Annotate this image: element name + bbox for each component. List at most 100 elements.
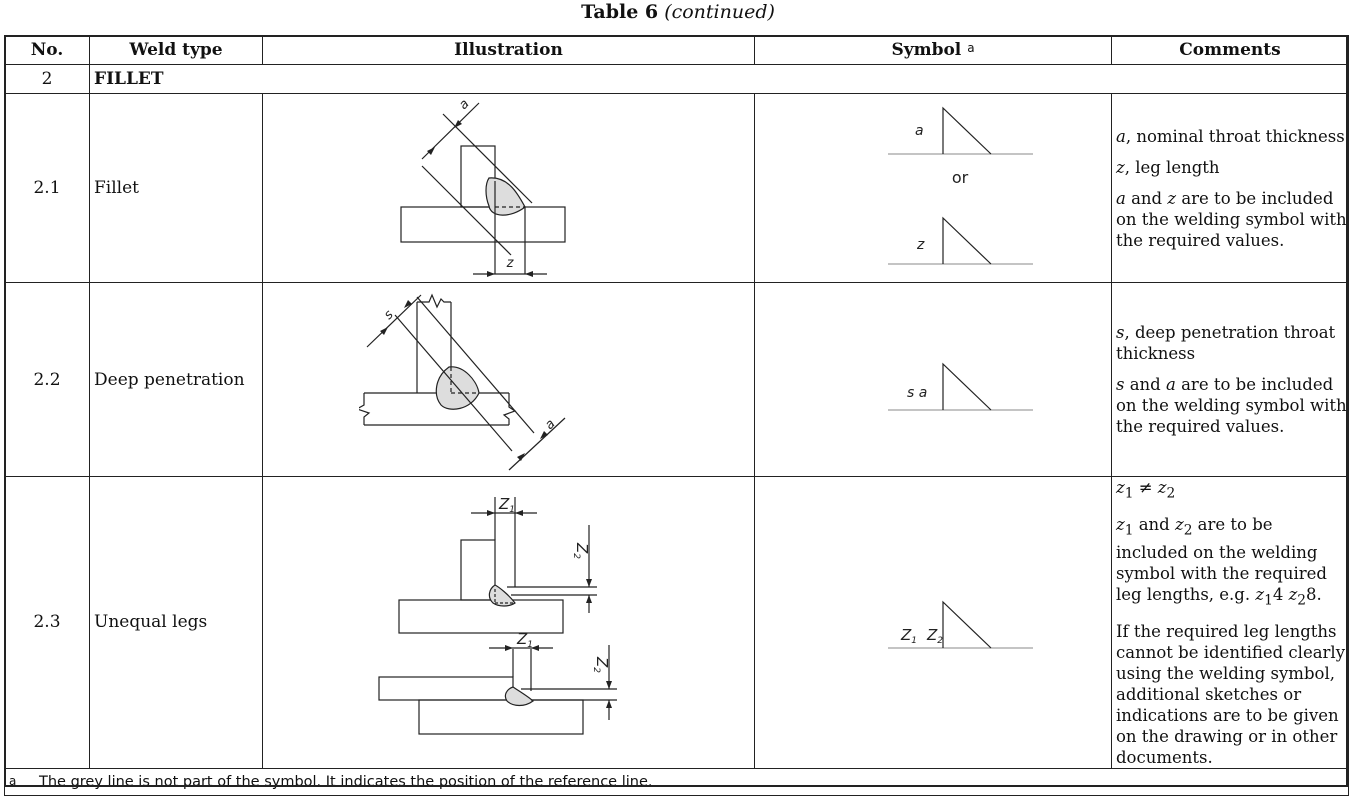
footnote-mark: a	[9, 773, 17, 788]
comment-var: z	[1288, 584, 1298, 604]
unequal-symbol-z1-sub: 1	[911, 636, 917, 646]
comment-line: s, deep penetration throat thickness	[1116, 322, 1348, 364]
footnote-row: a The grey line is not part of the symbol…	[4, 767, 1349, 796]
unequal-z1-label: Z	[498, 495, 510, 513]
header-symbol-note: a	[967, 41, 975, 55]
comment-var: z	[1157, 478, 1167, 497]
unequal-z2-label: Z	[573, 542, 591, 554]
comment-line: a, nominal throat thickness	[1116, 126, 1348, 147]
comment-var: z	[1116, 157, 1125, 177]
comment-line: a and z are to be included on the weldin…	[1116, 188, 1348, 251]
comment-text: , nominal throat thickness	[1125, 126, 1345, 146]
unequal-legs-illustration: Z1 Z2 Z1 Z2	[262, 476, 755, 769]
deep-symbol-label: s a	[907, 385, 927, 401]
comment-text: , leg length	[1124, 157, 1220, 177]
unequal-legs-illustration-drawing: Z1 Z2 Z1 Z2	[377, 495, 617, 735]
fillet-z-label: z	[505, 256, 514, 271]
unequal-legs-symbol-drawing: Z1 Z2	[888, 601, 1033, 649]
header-comments: Comments	[1111, 35, 1349, 65]
header-row: No. Weld type Illustration Symbol a Comm…	[4, 35, 1349, 65]
header-weld-type: Weld type	[89, 35, 263, 65]
comment-var: z	[1116, 478, 1125, 497]
row-no: 2.3	[4, 476, 90, 769]
comment-sub: 1	[1264, 591, 1273, 608]
svg-text:Z1: Z1	[516, 630, 533, 650]
svg-text:Z2: Z2	[926, 626, 943, 646]
unequal-z2-sub: 2	[571, 553, 581, 559]
unequal-z1-sub: 1	[509, 505, 515, 515]
row-weld-type: Deep penetration	[89, 282, 263, 477]
svg-text:Z1: Z1	[498, 495, 515, 515]
comment-text: and	[1133, 515, 1175, 535]
group-no: 2	[4, 64, 90, 94]
comment-var: a	[1116, 188, 1126, 208]
fillet-symbol-a: a	[915, 123, 924, 139]
fillet-symbol-or: or	[952, 168, 969, 187]
fillet-comments: a, nominal throat thickness z, leg lengt…	[1111, 93, 1349, 283]
fillet-a-label: a	[456, 96, 472, 112]
unequal-symbol-z2-sub: 2	[937, 636, 943, 646]
deep-penetration-symbol-drawing: s a	[888, 362, 1033, 410]
fillet-symbol: a or z	[754, 93, 1112, 283]
deep-penetration-symbol: s a	[754, 282, 1112, 477]
table-caption: Table 6 (continued)	[0, 0, 1356, 26]
comment-text: 4	[1272, 584, 1289, 604]
unequal-legs-symbol: Z1 Z2	[754, 476, 1112, 769]
comment-var: z	[1167, 188, 1177, 208]
table-row: 2.1 Fillet z	[4, 93, 1349, 283]
comment-text: 8.	[1306, 584, 1322, 604]
comment-sub: 1	[1124, 485, 1134, 502]
row-no: 2.1	[4, 93, 90, 283]
comment-line: If the required leg lengths cannot be id…	[1116, 621, 1346, 767]
comment-line: z, leg length	[1116, 157, 1348, 178]
table-caption-suffix: (continued)	[664, 1, 775, 23]
deep-penetration-illustration: s a	[262, 282, 755, 477]
unequal-legs-comments: z1 ≠ z2 z1 and z2 are to be included on …	[1111, 476, 1349, 769]
header-illustration: Illustration	[262, 35, 755, 65]
header-symbol: Symbol a	[754, 35, 1112, 65]
unequal-symbol-z1: Z	[900, 626, 912, 644]
deep-penetration-illustration-drawing: s a	[358, 292, 565, 470]
row-no: 2.2	[4, 282, 90, 477]
table-caption-title: Table 6	[581, 1, 659, 23]
row-weld-type: Fillet	[89, 93, 263, 283]
comment-var: z	[1116, 515, 1125, 535]
comment-var: s	[1116, 323, 1125, 342]
unequal-z2b-label: Z	[593, 656, 611, 668]
comment-sub: 2	[1166, 485, 1176, 502]
comment-var: z	[1174, 515, 1184, 535]
fillet-symbol-drawing: a or z	[888, 106, 1033, 265]
comment-var: z	[1255, 584, 1265, 604]
deep-a-label: a	[542, 416, 558, 432]
group-title: FILLET	[89, 64, 1349, 94]
table-row: 2.3 Unequal legs	[4, 476, 1349, 769]
group-row: 2 FILLET	[4, 64, 1349, 94]
footnote-text: The grey line is not part of the symbol.…	[39, 773, 653, 790]
comment-text: and	[1124, 375, 1166, 394]
comment-text: are to be included on the welding symbol…	[1116, 375, 1347, 436]
comment-text: are to be included on the welding symbol…	[1116, 188, 1347, 250]
comment-line: z1 ≠ z2	[1116, 477, 1348, 504]
comment-text: ≠	[1133, 478, 1158, 497]
comment-text: , deep penetration throat thickness	[1116, 323, 1336, 363]
unequal-z2b-sub: 2	[591, 667, 601, 673]
unequal-symbol-z2: Z	[926, 626, 938, 644]
weld-symbol-table: No. Weld type Illustration Symbol a Comm…	[4, 35, 1349, 796]
comment-text: and	[1125, 188, 1168, 208]
fillet-illustration: z a	[262, 93, 755, 283]
comment-text: are to be included on the welding symbol…	[1116, 515, 1327, 604]
svg-text:Z2: Z2	[591, 656, 611, 673]
svg-text:Z1: Z1	[900, 626, 917, 646]
comment-var: a	[1166, 375, 1176, 394]
unequal-z1b-sub: 1	[527, 640, 533, 650]
comment-var: s	[1116, 375, 1125, 394]
comment-line: s and a are to be included on the weldin…	[1116, 374, 1348, 437]
comment-line: z1 and z2 are to be included on the weld…	[1116, 514, 1348, 611]
svg-text:Z2: Z2	[571, 542, 591, 559]
deep-penetration-comments: s, deep penetration throat thickness s a…	[1111, 282, 1349, 477]
header-symbol-label: Symbol	[891, 40, 962, 60]
row-weld-type: Unequal legs	[89, 476, 263, 769]
unequal-z1b-label: Z	[516, 630, 528, 648]
comment-sub: 1	[1124, 522, 1134, 539]
comment-sub: 2	[1297, 591, 1307, 608]
